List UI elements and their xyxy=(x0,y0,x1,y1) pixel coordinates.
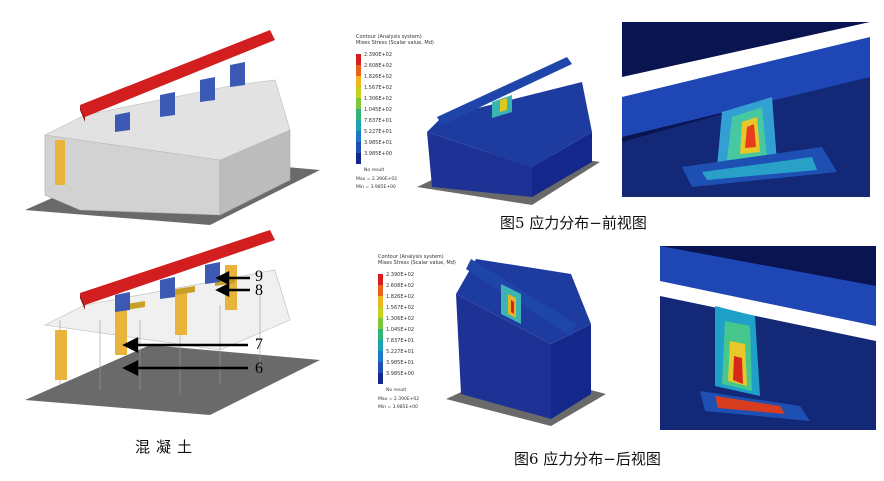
legend-value: 1.306E+02 xyxy=(364,96,393,102)
legend-value: 1.306E+02 xyxy=(386,316,415,322)
legend-min: Min = 3.985E+00 xyxy=(378,405,418,410)
legend-value: 2.390E+02 xyxy=(364,52,393,58)
fig6-stress-rear-view xyxy=(376,244,606,426)
legend-value: 1.826E+02 xyxy=(364,74,393,80)
legend-value: 1.826E+02 xyxy=(386,294,415,300)
legend-swatch xyxy=(356,131,361,142)
legend-swatch xyxy=(378,340,383,351)
legend-swatch xyxy=(378,307,383,318)
callout-7: 7 xyxy=(255,336,263,353)
legend-value: 2.608E+02 xyxy=(386,283,415,289)
fig5-legend: Contour (Analysis system) Mises Stress (… xyxy=(356,34,436,199)
fig6-stress-zoom xyxy=(660,246,876,430)
concrete-label: 混凝土 xyxy=(135,438,199,456)
legend-swatch xyxy=(378,351,383,362)
legend-value: 7.837E+01 xyxy=(386,338,415,344)
legend-title: Contour (Analysis system) xyxy=(378,254,444,260)
fig6-legend: Contour (Analysis system) Mises Stress (… xyxy=(378,254,458,419)
legend-value: 7.837E+01 xyxy=(364,118,393,124)
legend-no-result: No result xyxy=(364,168,385,173)
legend-max: Max = 2.390E+02 xyxy=(356,177,398,182)
legend-value: 1.045E+02 xyxy=(386,327,415,333)
legend-value: 1.567E+02 xyxy=(386,305,415,311)
legend-swatch xyxy=(378,362,383,373)
legend-swatch xyxy=(356,65,361,76)
legend-swatch xyxy=(356,153,361,164)
legend-swatch xyxy=(356,98,361,109)
fig5-stress-front-view xyxy=(352,22,600,205)
legend-value: 3.985E+01 xyxy=(364,140,393,146)
legend-value: 5.227E+01 xyxy=(386,349,415,355)
legend-max: Max = 2.390E+02 xyxy=(378,397,420,402)
callout-8: 8 xyxy=(255,282,263,299)
legend-swatch xyxy=(378,296,383,307)
legend-swatch xyxy=(378,274,383,285)
legend-swatch xyxy=(378,373,383,384)
callout-9: 9 xyxy=(255,268,263,285)
legend-value: 1.045E+02 xyxy=(364,107,393,113)
legend-swatch xyxy=(356,120,361,131)
legend-value: 2.608E+02 xyxy=(364,63,393,69)
fig6-caption: 图6 应力分布−后视图 xyxy=(514,450,661,468)
legend-subtitle: Mises Stress (Scalar value, Md) xyxy=(356,40,434,46)
legend-title: Contour (Analysis system) xyxy=(356,34,422,40)
legend-swatch xyxy=(356,76,361,87)
transparent-model-view xyxy=(20,225,320,415)
legend-value: 1.567E+02 xyxy=(364,85,393,91)
concrete-model-view xyxy=(20,20,320,225)
legend-swatch xyxy=(356,87,361,98)
legend-value: 5.227E+01 xyxy=(364,129,393,135)
legend-subtitle: Mises Stress (Scalar value, Md) xyxy=(378,260,456,266)
legend-swatch xyxy=(356,142,361,153)
callout-6: 6 xyxy=(255,360,263,377)
fig5-stress-zoom xyxy=(622,22,870,197)
legend-value: 2.390E+02 xyxy=(386,272,415,278)
fig5-caption: 图5 应力分布−前视图 xyxy=(500,214,647,232)
legend-swatch xyxy=(378,318,383,329)
legend-value: 3.985E+00 xyxy=(364,151,393,157)
legend-value: 3.985E+01 xyxy=(386,360,415,366)
legend-value: 3.985E+00 xyxy=(386,371,415,377)
legend-no-result: No result xyxy=(386,388,407,393)
legend-swatch xyxy=(378,285,383,296)
legend-swatch xyxy=(356,109,361,120)
legend-min: Min = 3.985E+00 xyxy=(356,185,396,190)
legend-swatch xyxy=(356,54,361,65)
legend-swatch xyxy=(378,329,383,340)
